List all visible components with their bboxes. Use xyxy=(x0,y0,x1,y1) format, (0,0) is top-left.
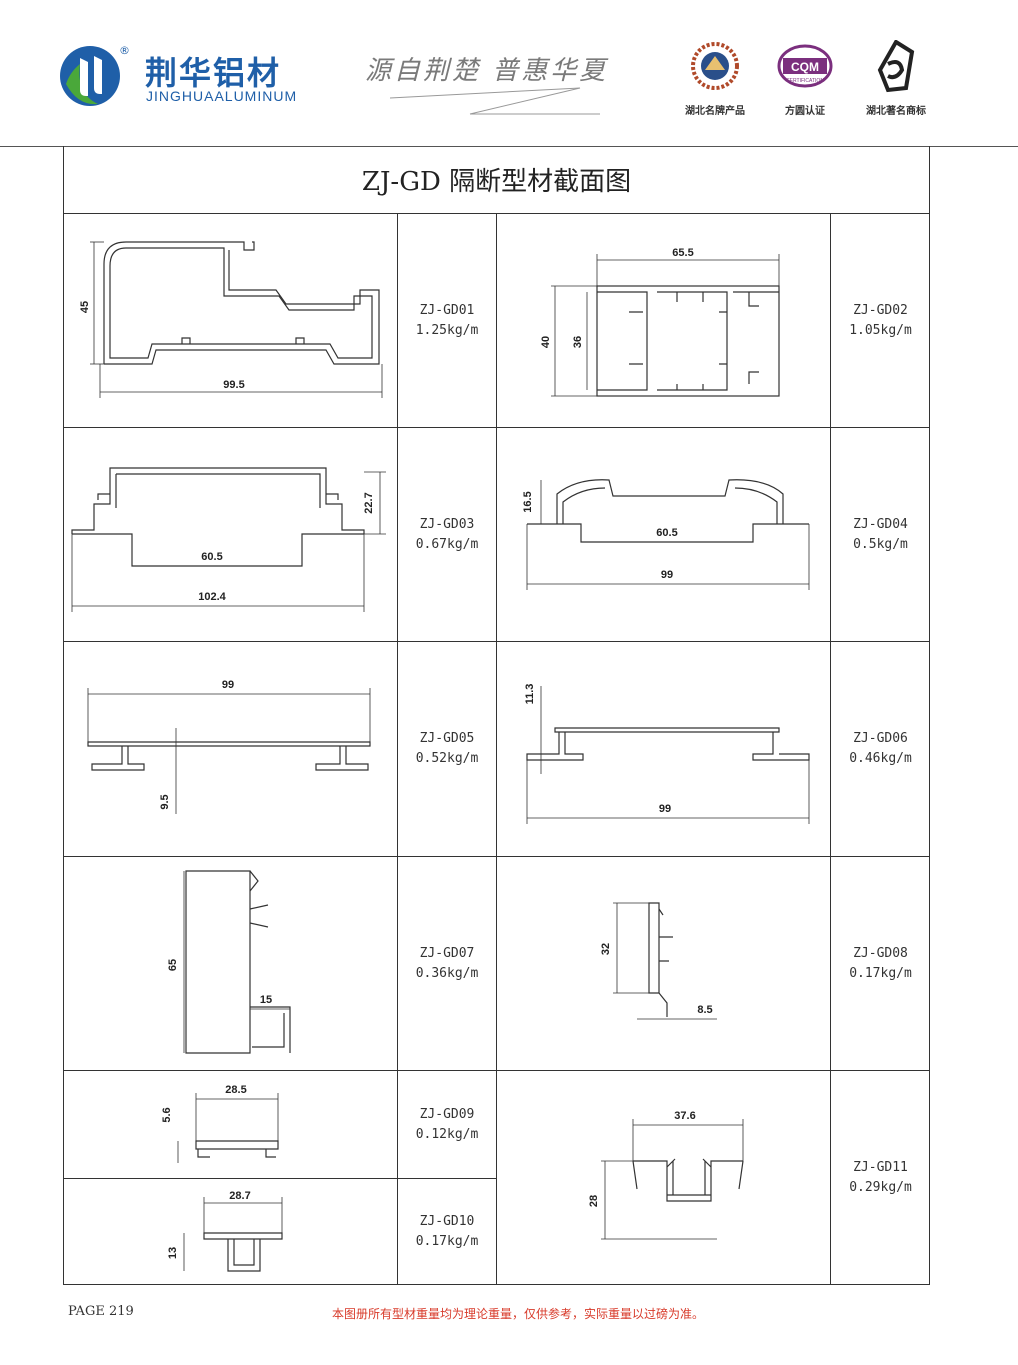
page-number: PAGE 219 xyxy=(68,1304,134,1319)
profile-weight: 0.52kg/m xyxy=(415,751,479,766)
dim-label: 36 xyxy=(572,336,584,348)
cert-label: 湖北名牌产品 xyxy=(685,106,745,117)
profile-weight: 0.46kg/m xyxy=(849,751,912,766)
divider xyxy=(63,427,930,428)
dim-label: 99 xyxy=(659,803,671,815)
divider xyxy=(496,213,497,1285)
cert-label: 方圆认证 xyxy=(785,106,825,117)
profile-drawing-gd02: 65.5 40 36 xyxy=(540,247,780,397)
dim-label: 65 xyxy=(167,959,179,971)
dim-label: 102.4 xyxy=(198,591,226,603)
dim-label: 13 xyxy=(167,1247,179,1259)
profile-code: ZJ-GD06 xyxy=(853,731,908,746)
profile-code: ZJ-GD03 xyxy=(419,516,475,532)
divider xyxy=(63,641,930,642)
profile-label-gd11: ZJ-GD11 0.29kg/m xyxy=(831,1071,930,1285)
cqm-certification-icon: CQM CERTIFICATION xyxy=(777,44,833,88)
profile-label-gd06: ZJ-GD06 0.46kg/m xyxy=(831,642,930,856)
profile-weight: 0.5kg/m xyxy=(853,536,908,552)
profile-weight: 0.17kg/m xyxy=(849,965,912,981)
page-header: ® 荆华铝材 JINGHUAALUMINUM 源自荆楚 普惠华夏 湖北名牌产品 … xyxy=(0,0,1018,146)
profile-code: ZJ-GD07 xyxy=(419,945,475,961)
dim-label: 45 xyxy=(79,301,91,313)
profile-code: ZJ-GD11 xyxy=(853,1160,908,1175)
brand-name-cn: 荆华铝材 xyxy=(145,54,282,92)
profile-weight: 1.25kg/m xyxy=(415,322,479,338)
profile-label-gd04: ZJ-GD04 0.5kg/m xyxy=(831,428,930,641)
dim-label: 22.7 xyxy=(363,492,375,513)
dim-label: 32 xyxy=(600,943,612,955)
dim-label: 16.5 xyxy=(522,491,534,512)
weight-disclaimer: 本图册所有型材重量均为理论重量，仅供参考，实际重量以过磅为准。 xyxy=(332,1307,705,1321)
svg-text:CQM: CQM xyxy=(791,60,819,74)
dim-label: 28.5 xyxy=(225,1084,246,1096)
cert-hubei-brand: 湖北名牌产品 xyxy=(670,40,760,120)
profile-weight: 0.29kg/m xyxy=(849,1180,912,1195)
profile-weight: 1.05kg/m xyxy=(849,322,912,338)
profile-label-gd07: ZJ-GD07 0.36kg/m xyxy=(398,857,496,1070)
profile-weight: 0.12kg/m xyxy=(415,1126,479,1142)
profile-drawing-gd10: 28.7 13 xyxy=(167,1190,283,1272)
profile-drawing-gd04: 16.5 60.5 99 xyxy=(522,479,810,590)
cert-cqm: CQM CERTIFICATION 方圆认证 xyxy=(760,40,850,120)
divider xyxy=(397,213,398,1285)
profile-label-gd05: ZJ-GD05 0.52kg/m xyxy=(398,642,496,856)
profile-weight: 0.67kg/m xyxy=(415,536,479,552)
profile-drawing-gd08: 32 8.5 xyxy=(600,902,717,1020)
hubei-trademark-icon xyxy=(877,39,915,93)
dim-label: 99.5 xyxy=(223,379,244,391)
profile-label-gd03: ZJ-GD03 0.67kg/m xyxy=(398,428,496,641)
profile-code: ZJ-GD04 xyxy=(853,516,908,532)
profile-code: ZJ-GD01 xyxy=(419,302,475,318)
dim-label: 40 xyxy=(540,336,552,348)
divider xyxy=(63,1070,930,1071)
dim-label: 99 xyxy=(222,679,234,691)
profile-drawing-gd05: 99 9.5 xyxy=(87,679,371,814)
profile-drawing-gd06: 11.3 99 xyxy=(524,684,810,824)
dim-label: 5.6 xyxy=(161,1107,173,1122)
profile-drawing-gd01: 45 99.5 xyxy=(79,241,383,398)
profile-code: ZJ-GD10 xyxy=(419,1214,475,1229)
dim-label: 28 xyxy=(588,1195,600,1207)
profile-code: ZJ-GD02 xyxy=(853,302,908,318)
page-title: ZJ-GD 隔断型材截面图 xyxy=(63,146,930,214)
dim-label: 60.5 xyxy=(201,551,222,563)
slogan-underline xyxy=(390,87,600,115)
profile-label-gd01: ZJ-GD01 1.25kg/m xyxy=(398,214,496,427)
dim-label: 8.5 xyxy=(697,1004,712,1016)
profile-weight: 0.17kg/m xyxy=(415,1234,479,1249)
divider xyxy=(63,856,930,857)
profile-code: ZJ-GD05 xyxy=(419,731,475,746)
slogan: 源自荆楚 普惠华夏 xyxy=(365,56,609,86)
profile-label-gd08: ZJ-GD08 0.17kg/m xyxy=(831,857,930,1070)
registered-mark: ® xyxy=(119,44,130,57)
divider xyxy=(830,213,831,1285)
dim-label: 9.5 xyxy=(159,794,171,809)
header-rule xyxy=(0,146,1018,147)
dim-label: 37.6 xyxy=(674,1110,695,1122)
cert-hubei-trademark: 湖北著名商标 xyxy=(851,39,941,120)
profile-label-gd10: ZJ-GD10 0.17kg/m xyxy=(398,1179,496,1285)
cert-label: 湖北著名商标 xyxy=(866,106,926,117)
dim-label: 65.5 xyxy=(672,247,693,259)
profile-drawing-gd07: 65 15 xyxy=(167,870,291,1054)
brand-name-en: JINGHUAALUMINUM xyxy=(146,88,298,104)
profile-weight: 0.36kg/m xyxy=(415,965,479,981)
profile-code: ZJ-GD09 xyxy=(419,1106,475,1122)
dim-label: 60.5 xyxy=(656,527,677,539)
profile-drawing-gd03: 22.7 60.5 102.4 xyxy=(71,467,386,612)
profile-code: ZJ-GD08 xyxy=(853,945,908,961)
profile-drawing-gd11: 37.6 28 xyxy=(588,1110,744,1240)
svg-text:CERTIFICATION: CERTIFICATION xyxy=(786,78,824,84)
divider xyxy=(63,1178,497,1179)
profile-label-gd02: ZJ-GD02 1.05kg/m xyxy=(831,214,930,427)
hubei-brand-seal-icon xyxy=(691,42,739,90)
profile-label-gd09: ZJ-GD09 0.12kg/m xyxy=(398,1071,496,1178)
dim-label: 28.7 xyxy=(229,1190,250,1202)
dim-label: 99 xyxy=(661,569,673,581)
jinghua-logo-icon xyxy=(60,46,120,106)
profile-drawing-gd09: 28.5 5.6 xyxy=(161,1084,279,1163)
dim-label: 15 xyxy=(260,994,272,1006)
dim-label: 11.3 xyxy=(524,684,536,705)
